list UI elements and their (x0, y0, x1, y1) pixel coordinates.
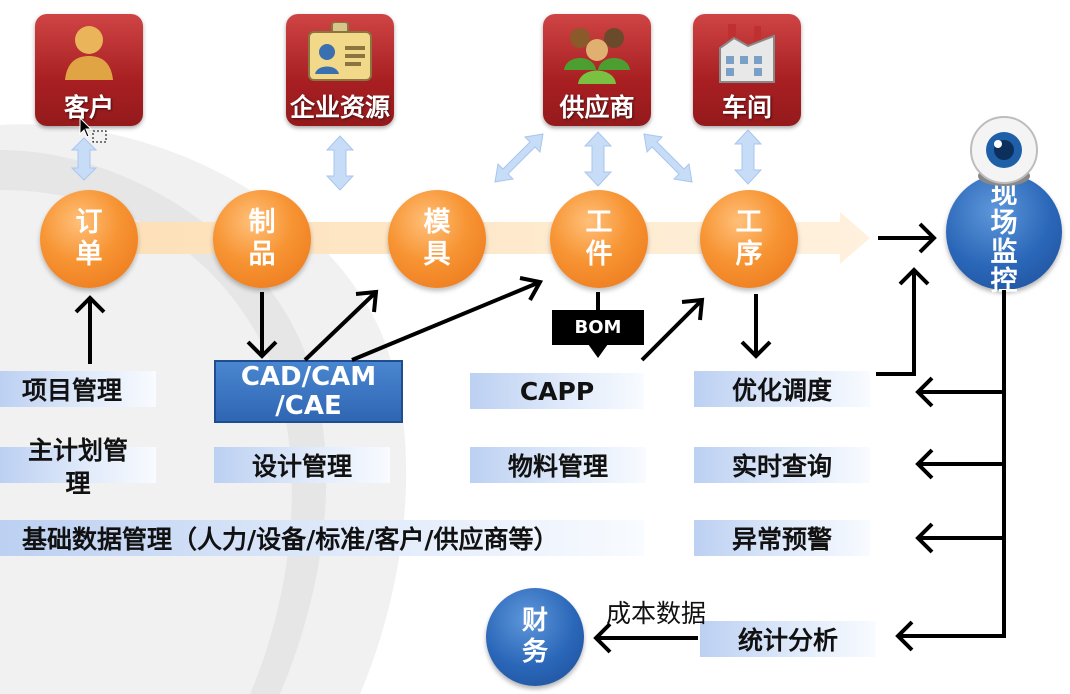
basic-data-mgmt-label: 基础数据管理（人力/设备/标准/客户/供应商等） (22, 525, 559, 554)
order-char-2: 单 (75, 239, 103, 270)
site-monitor-node: 现 场 监 控 (946, 174, 1062, 296)
product-char-2: 品 (248, 239, 276, 270)
supplier-box: 供应商 (543, 14, 651, 126)
monitor-char-1: 现 (990, 179, 1018, 210)
realtime-query-bar: 实时查询 (694, 447, 870, 483)
order-char-1: 订 (75, 207, 103, 238)
finance-char-2: 务 (521, 637, 548, 667)
person-icon (65, 26, 113, 80)
workpiece-node: 工 件 (550, 190, 648, 288)
statistics-bar: 统计分析 (700, 621, 876, 657)
project-mgmt-bar: 项目管理 (0, 371, 156, 407)
cad-line-1: CAD/CAM (240, 361, 377, 392)
workshop-label: 车间 (721, 93, 772, 122)
bom-label: BOM (574, 317, 622, 338)
mold-char-1: 模 (423, 207, 451, 238)
monitor-char-4: 控 (990, 266, 1018, 297)
workpiece-char-1: 工 (585, 207, 613, 238)
capp-label: CAPP (519, 376, 595, 406)
customer-box: 客户 (35, 14, 143, 126)
enterprise-resources-label: 企业资源 (289, 93, 390, 122)
statistics-label: 统计分析 (737, 626, 838, 655)
capp-bar: CAPP (470, 373, 644, 409)
supplier-label: 供应商 (559, 93, 635, 122)
process-char-2: 序 (735, 239, 763, 270)
basic-data-mgmt-bar: 基础数据管理（人力/设备/标准/客户/供应商等） (0, 520, 644, 556)
product-node: 制 品 (213, 190, 311, 288)
material-mgmt-label: 物料管理 (507, 452, 608, 481)
workpiece-char-2: 件 (585, 239, 613, 270)
order-node: 订 单 (40, 190, 138, 288)
enterprise-resources-box: 企业资源 (286, 14, 394, 126)
master-plan-bar (0, 447, 156, 483)
customer-label: 客户 (63, 93, 114, 122)
process-node: 工 序 (700, 190, 798, 288)
exception-alert-bar: 异常预警 (694, 520, 870, 556)
optimize-schedule-label: 优化调度 (731, 376, 832, 405)
cad-line-2: /CAE (275, 390, 342, 421)
cost-data-label: 成本数据 (606, 599, 707, 628)
cad-cam-cae-box: CAD/CAM /CAE (214, 360, 403, 423)
mold-char-2: 具 (423, 239, 451, 270)
finance-node: 财 务 (486, 588, 584, 686)
project-mgmt-label: 项目管理 (22, 376, 123, 405)
bom-box: BOM (552, 310, 644, 345)
design-mgmt-label: 设计管理 (251, 452, 352, 481)
master-plan-label: 主计划管 理 (22, 434, 134, 500)
design-mgmt-bar: 设计管理 (214, 447, 390, 483)
monitor-char-2: 场 (990, 208, 1018, 239)
realtime-query-label: 实时查询 (731, 452, 832, 481)
mold-node: 模 具 (388, 190, 486, 288)
process-char-1: 工 (735, 207, 763, 238)
id-card-icon (308, 22, 372, 81)
finance-char-1: 财 (521, 606, 548, 636)
optimize-schedule-bar: 优化调度 (694, 371, 870, 407)
master-plan-line-2: 理 (65, 469, 91, 498)
material-mgmt-bar: 物料管理 (470, 447, 646, 483)
monitor-char-3: 监 (990, 237, 1018, 268)
exception-alert-label: 异常预警 (731, 525, 832, 554)
master-plan-line-1: 主计划管 (27, 436, 128, 465)
group-people-icon (564, 28, 630, 84)
factory-icon (719, 24, 775, 83)
product-char-1: 制 (248, 207, 276, 238)
workshop-box: 车间 (693, 14, 801, 126)
